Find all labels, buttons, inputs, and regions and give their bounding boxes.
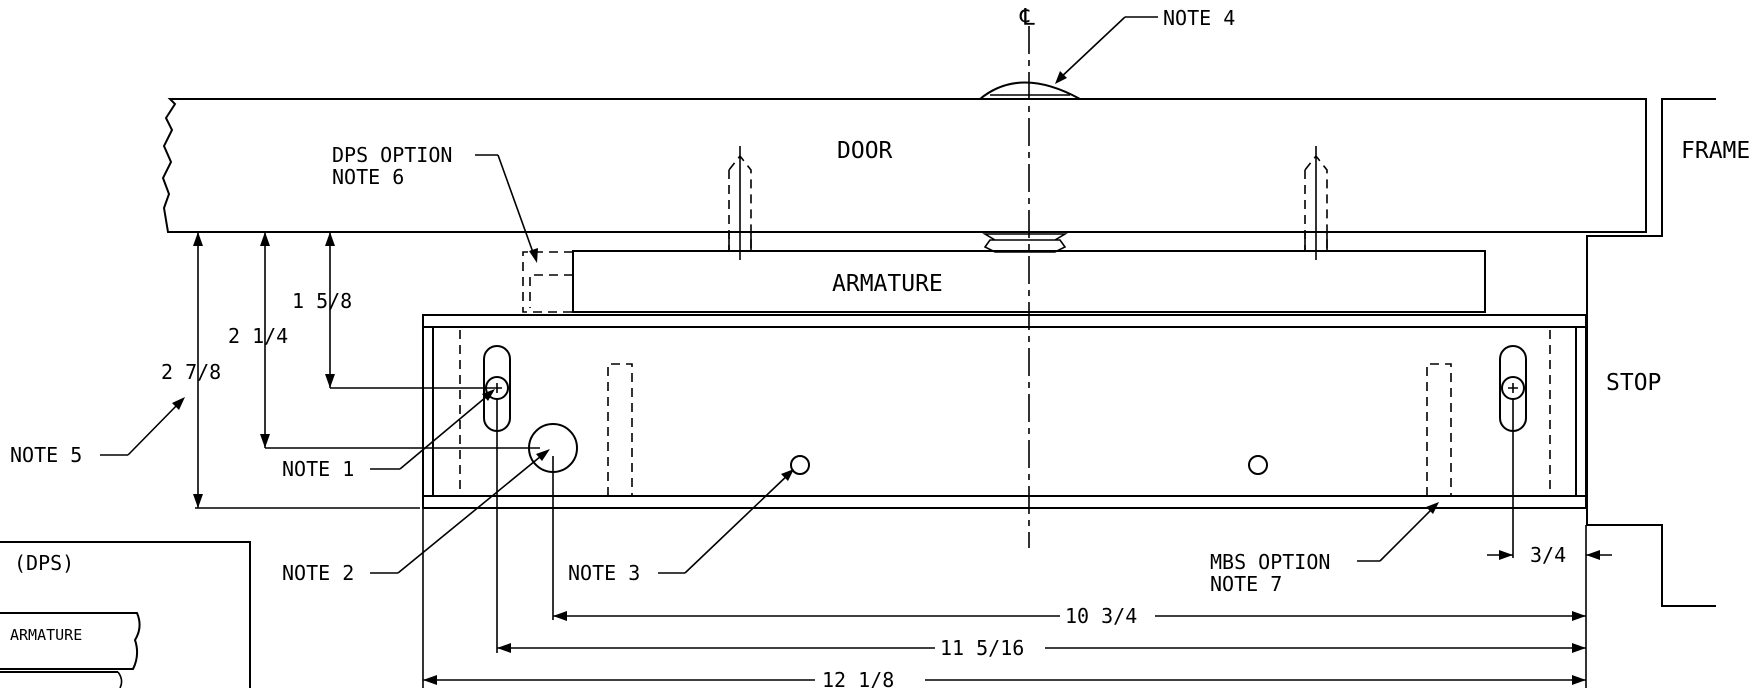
dps-option-label: DPS OPTION bbox=[332, 143, 452, 167]
vertical-dimensions bbox=[193, 232, 540, 509]
note1-label: NOTE 1 bbox=[282, 457, 354, 481]
mbs-option-label: MBS OPTION bbox=[1210, 550, 1330, 574]
dim-11-5-16: 11 5/16 bbox=[940, 636, 1024, 660]
note5-label: NOTE 5 bbox=[10, 443, 82, 467]
note4-bumper bbox=[979, 81, 1081, 100]
stop-label: STOP bbox=[1606, 370, 1661, 396]
dim-12-1-8: 12 1/8 bbox=[822, 668, 894, 688]
horizontal-dimensions bbox=[422, 399, 1612, 688]
note4-label: NOTE 4 bbox=[1163, 6, 1235, 30]
note2-label: NOTE 2 bbox=[282, 561, 354, 585]
dim-2-1-4: 2 1/4 bbox=[228, 324, 288, 348]
dim-1-5-8: 1 5/8 bbox=[292, 289, 352, 313]
dps-inset bbox=[0, 541, 251, 688]
centerline-symbol: ℄ bbox=[1019, 5, 1035, 31]
note6-label: NOTE 6 bbox=[332, 165, 404, 189]
dim-2-7-8: 2 7/8 bbox=[161, 360, 221, 384]
door bbox=[161, 81, 1647, 233]
note3-label: NOTE 3 bbox=[568, 561, 640, 585]
door-label: DOOR bbox=[837, 138, 893, 164]
dim-10-3-4: 10 3/4 bbox=[1065, 604, 1137, 628]
armature bbox=[522, 146, 1486, 313]
armature-label: ARMATURE bbox=[832, 271, 943, 297]
leaders bbox=[100, 16, 1439, 574]
frame-label: FRAME bbox=[1681, 138, 1750, 164]
inset-armature-label: ARMATURE bbox=[10, 626, 82, 644]
magnet-body bbox=[422, 314, 1587, 509]
note7-label: NOTE 7 bbox=[1210, 572, 1282, 596]
frame bbox=[1586, 98, 1716, 607]
dim-3-4: 3/4 bbox=[1530, 543, 1566, 567]
inset-title: (DPS) bbox=[14, 551, 74, 575]
